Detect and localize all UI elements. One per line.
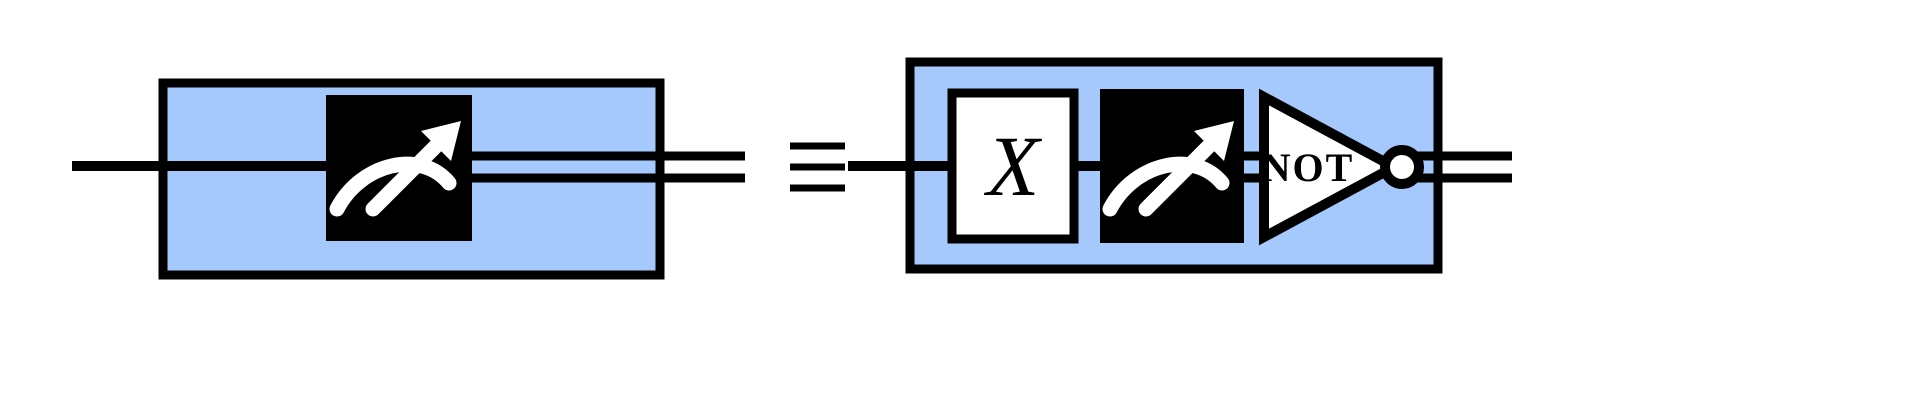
equivalence-symbol [790,142,845,192]
not-triangle-icon[interactable] [1259,88,1405,246]
pauli-x-gate-label: X [984,118,1043,214]
pauli-x-gate-icon[interactable] [947,88,1079,244]
right-circuit-group: X NOT [848,57,1512,274]
inversion-bubble-icon [1380,145,1424,189]
left-circuit-group [72,78,745,280]
not-gate-label: NOT [1262,145,1355,190]
